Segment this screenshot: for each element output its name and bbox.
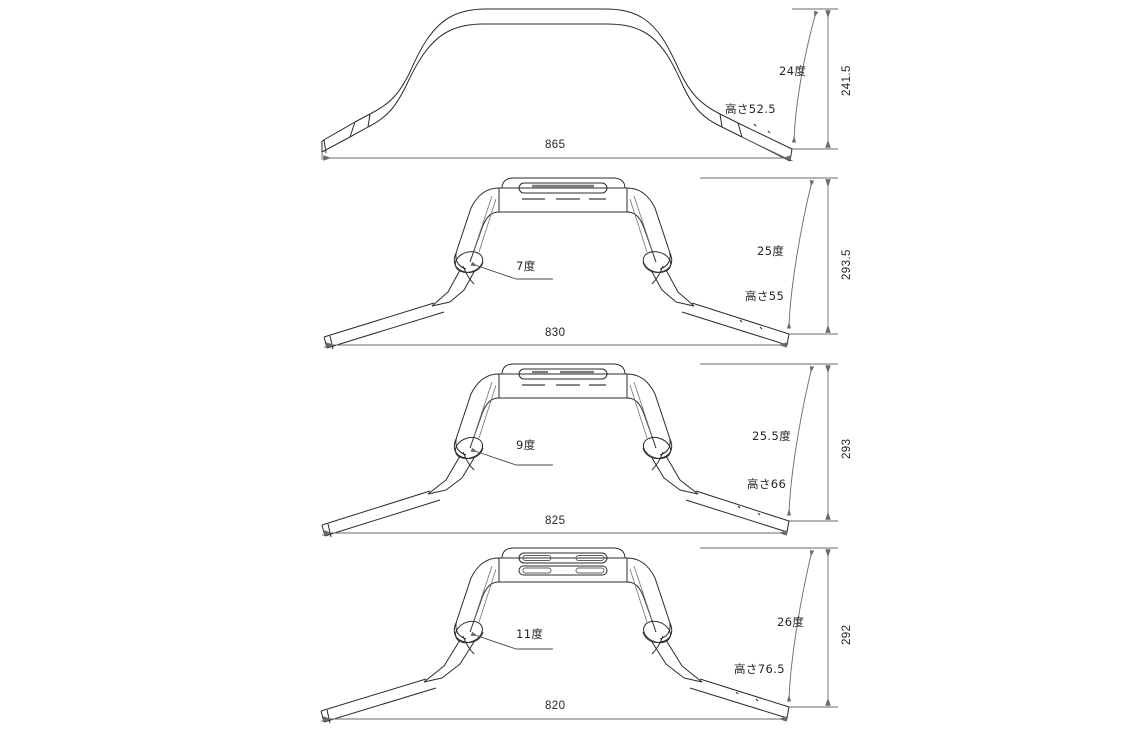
view-4-pullback-label: 11度	[516, 627, 544, 641]
view-4-width-dimension	[321, 716, 788, 722]
view-2-width-label: 830	[545, 327, 566, 339]
view-2-width-dimension	[324, 342, 788, 348]
view-2-group	[323, 177, 838, 350]
view-3-handlebar	[321, 363, 790, 538]
view-4-angle-label: 26度	[777, 615, 805, 629]
view-3-angle-arc	[786, 365, 815, 516]
view-2-angle-label: 25度	[757, 244, 785, 258]
view-2-pullback-leader	[470, 261, 553, 280]
view-3-rise-label: 高さ66	[747, 477, 787, 491]
view-2-height-dimension	[700, 177, 838, 335]
view-3-pullback-leader	[470, 447, 553, 466]
view-2-angle-arc	[786, 179, 815, 329]
view-1-angle-arc	[791, 10, 819, 143]
view-3-group	[321, 363, 838, 538]
view-4-height-label: 292	[841, 624, 853, 645]
view-1-height-label: 241.5	[841, 65, 853, 96]
view-2-pullback-label: 7度	[516, 259, 536, 273]
view-3-width-label: 825	[545, 515, 566, 527]
view-1-rise-label: 高さ52.5	[725, 102, 777, 116]
view-1-width-label: 865	[545, 139, 566, 151]
view-3-height-dimension	[700, 363, 838, 522]
view-4-rise-label: 高さ76.5	[734, 662, 786, 676]
view-3-pullback-label: 9度	[516, 438, 536, 452]
view-4-angle-arc	[786, 549, 815, 702]
view-1-handlebar	[321, 8, 793, 162]
view-4-height-dimension	[700, 547, 838, 708]
view-1-angle-label: 24度	[779, 64, 807, 78]
view-4-pullback-leader	[470, 631, 553, 650]
view-1-rise-leader	[741, 136, 793, 162]
view-2-rise-label: 高さ55	[745, 289, 785, 303]
view-4-group	[320, 547, 838, 724]
view-3-width-dimension	[322, 530, 788, 536]
view-2-height-label: 293.5	[841, 249, 853, 280]
view-1-group	[321, 8, 838, 162]
view-4-handlebar	[320, 547, 790, 724]
view-1-height-dimension	[792, 8, 838, 150]
view-3-height-label: 293	[841, 438, 853, 459]
view-4-width-label: 820	[545, 700, 566, 712]
view-3-angle-label: 25.5度	[752, 429, 792, 443]
view-1-width-dimension	[321, 152, 793, 161]
view-2-handlebar	[323, 177, 790, 350]
